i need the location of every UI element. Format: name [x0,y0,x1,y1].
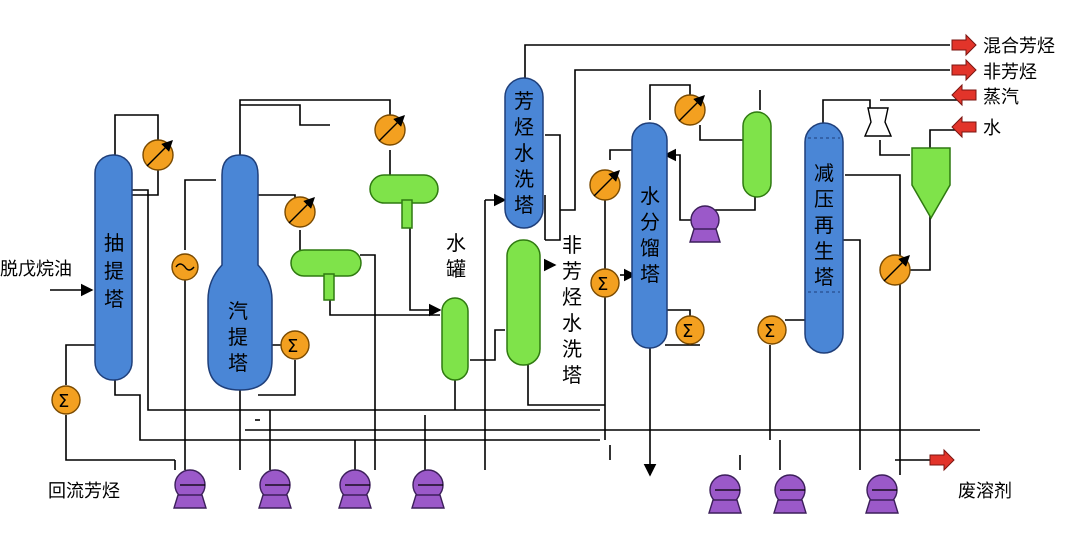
cooler-icon [589,169,621,201]
water-fractionation-tower: 水 分 馏 塔 [631,122,668,349]
svg-text:Σ: Σ [58,391,69,412]
cooler-icon [374,114,406,146]
sigma-heat-exchanger-icon: Σ [675,315,705,345]
non-aromatics-label: 非芳烃 [983,62,1037,83]
aromatic-wash-label-2: 烃 [514,115,534,139]
cooler-icon [284,196,316,228]
svg-text:Σ: Σ [682,321,693,342]
aromatic-wash-label-3: 水 [514,141,534,165]
sigma-heat-exchanger-icon: Σ [280,330,310,360]
ejector [863,107,893,137]
water-fractionation-label-4: 塔 [640,262,660,286]
pump-icon [865,474,899,514]
steam-label: 蒸汽 [983,87,1019,108]
overhead-drum-2 [290,249,362,301]
red-outlet-arrow-icon [951,33,977,57]
vacuum-regen-label-1: 减 [814,161,834,185]
aromatic-wash-tower: 芳 烃 水 洗 塔 [504,77,544,229]
svg-text:Σ: Σ [597,274,608,295]
extraction-tower-label-1: 抽 [104,231,124,255]
non-aromatic-wash-tower: 非 芳 烃 水 洗 塔 [506,233,582,387]
svg-text:Σ: Σ [287,336,298,357]
non-aromatic-wash-label-1: 非 [562,233,582,257]
pump-icon [338,469,372,509]
non-aromatic-wash-label-3: 烃 [562,285,582,309]
extraction-tower-label-3: 塔 [104,287,124,311]
pump-icon [773,474,807,514]
mixed-aromatics-label: 混合芳烃 [983,36,1055,57]
overhead-drum-1 [369,174,439,229]
aromatic-wash-label-1: 芳 [514,89,534,113]
cooler-icon [171,253,199,281]
pump-icon [689,205,721,243]
aromatic-wash-label-4: 洗 [514,167,534,191]
extraction-tower-label-2: 提 [104,259,124,283]
water-fractionation-label-3: 馏 [640,236,660,260]
stripping-tower-label-1: 汽 [228,299,248,323]
non-aromatic-wash-label-6: 塔 [562,363,582,387]
vacuum-regen-label-2: 压 [814,187,834,211]
red-inlet-arrow-icon [951,115,977,139]
waste-solvent-label: 废溶剂 [958,481,1012,502]
aromatic-wash-label-5: 塔 [514,193,534,217]
reflux-drum-3 [742,111,772,198]
settler-cone [911,147,951,220]
reflux-label: 回流芳烃 [48,481,120,502]
sigma-heat-exchanger-icon: Σ [51,385,81,415]
pipelines [50,44,980,477]
red-outlet-arrow-icon [929,448,955,472]
stripping-tower-label-2: 提 [228,325,248,349]
pump-icon [258,469,292,509]
sigma-heat-exchanger-icon: Σ [757,315,787,345]
water-fractionation-label-2: 分 [640,210,660,234]
water-tank: 水 罐 [441,231,469,381]
vacuum-regen-label-5: 塔 [814,265,834,289]
cooler-icon [142,139,174,171]
feed-label: 脱戊烷油 [0,259,72,280]
red-outlet-arrow-icon [951,58,977,82]
water-tank-label-2: 罐 [446,257,466,281]
non-aromatic-wash-label-2: 芳 [562,259,582,283]
non-aromatic-wash-label-4: 水 [562,311,582,335]
stripping-tower: 汽 提 塔 [207,154,273,391]
stripping-tower-label-3: 塔 [228,351,248,375]
cooler-icon [674,94,706,126]
water-fractionation-label-1: 水 [640,184,660,208]
non-aromatic-wash-label-5: 洗 [562,337,582,361]
red-inlet-arrow-icon [951,83,977,107]
svg-text:Σ: Σ [764,321,775,342]
extraction-tower: 抽 提 塔 [94,154,133,381]
vacuum-regen-label-4: 生 [814,239,834,263]
pump-icon [708,474,742,514]
water-tank-label-1: 水 [446,231,466,255]
vacuum-regeneration-tower: 减 压 再 生 塔 [804,122,844,354]
water-label: 水 [983,118,1001,139]
pump-icon [173,469,207,509]
sigma-heat-exchanger-icon: Σ [590,268,620,298]
pump-icon [411,469,445,509]
cooler-icon [879,254,911,286]
vacuum-regen-label-3: 再 [814,213,834,237]
